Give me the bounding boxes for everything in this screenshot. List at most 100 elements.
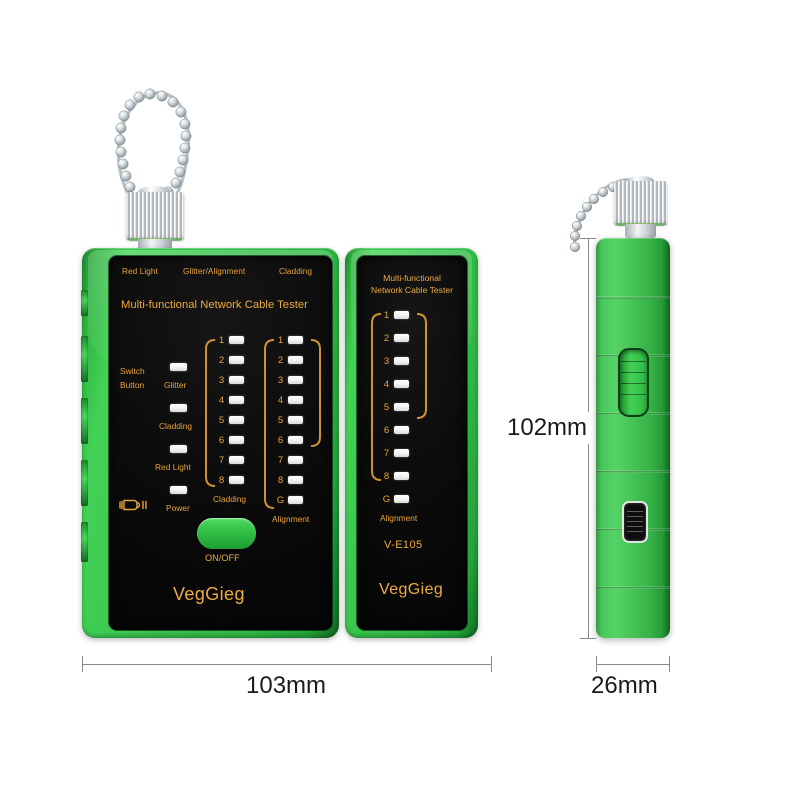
label-red-light: Red Light xyxy=(155,462,191,472)
dimension-tick xyxy=(669,656,670,672)
main-unit-faceplate: Red Light Glitter/Alignment Cladding Mul… xyxy=(109,256,332,630)
led-glitter xyxy=(170,363,187,371)
remote-unit-faceplate: Multi-functional Network Cable Tester 1 … xyxy=(357,256,467,630)
pin-number: 7 xyxy=(218,455,225,466)
pin-number: 1 xyxy=(218,335,225,346)
remote-pin-number: 2 xyxy=(383,333,390,344)
keychain-side-stem xyxy=(625,224,656,238)
pin-number: 3 xyxy=(218,375,225,386)
ball-chain-icon xyxy=(114,88,192,201)
body-step xyxy=(596,238,670,298)
rj45-connector-icon xyxy=(118,497,152,513)
top-label-glitter-alignment: Glitter/Alignment xyxy=(183,267,246,276)
pin-number: 8 xyxy=(218,475,225,486)
keychain-side-knurled-cap xyxy=(614,181,667,226)
remote-pin-led xyxy=(394,449,409,457)
remote-pin-led xyxy=(394,426,409,434)
label-glitter: Glitter xyxy=(164,380,187,390)
power-on-off-button[interactable] xyxy=(197,518,256,549)
remote-pin-number: G xyxy=(382,494,391,505)
remote-pin-led xyxy=(394,380,409,388)
usb-pin xyxy=(627,531,643,532)
switch-button-label-line2: Button xyxy=(120,380,145,390)
left-column-footer-label: Cladding xyxy=(213,494,247,504)
pin-led xyxy=(288,416,303,424)
dimension-label-height-side: 102mm xyxy=(503,412,592,444)
remote-title-line2: Network Cable Tester xyxy=(371,285,453,295)
pin-led xyxy=(229,396,244,404)
body-seam xyxy=(596,296,670,299)
remote-pin-led xyxy=(394,357,409,365)
pin-number: G xyxy=(276,495,285,506)
remote-pin-number: 7 xyxy=(383,448,390,459)
pin-number: 4 xyxy=(218,395,225,406)
usb-pin xyxy=(627,511,643,512)
switch-button-label-line1: Switch xyxy=(120,366,145,376)
pin-number: 5 xyxy=(277,415,284,426)
pin-led xyxy=(288,376,303,384)
remote-pin-led xyxy=(394,334,409,342)
pin-led xyxy=(229,376,244,384)
main-tester-unit[interactable]: Red Light Glitter/Alignment Cladding Mul… xyxy=(81,248,339,638)
pin-number: 8 xyxy=(277,475,284,486)
grip-notch xyxy=(81,398,88,444)
remote-unit-title: Multi-functional Network Cable Tester xyxy=(357,272,467,296)
pin-number: 6 xyxy=(218,435,225,446)
led-power xyxy=(170,486,187,494)
grip-notch xyxy=(81,336,88,382)
pin-number: 7 xyxy=(277,455,284,466)
led-red-light xyxy=(170,445,187,453)
pin-number: 6 xyxy=(277,435,284,446)
usb-pin xyxy=(627,516,643,517)
pin-led xyxy=(288,496,303,504)
remote-title-line1: Multi-functional xyxy=(383,273,441,283)
label-power: Power xyxy=(166,503,190,513)
remote-pin-number: 1 xyxy=(383,310,390,321)
dimension-tick xyxy=(580,238,596,239)
keychain-side-cap-top xyxy=(627,176,654,185)
body-step xyxy=(596,589,670,638)
remote-column-footer-label: Alignment xyxy=(380,513,418,523)
keychain-side xyxy=(569,152,680,272)
right-column-footer-label: Alignment xyxy=(272,514,310,524)
dimension-line-depth-side xyxy=(596,664,670,665)
grip-notch xyxy=(81,522,88,562)
dimension-tick xyxy=(580,638,596,639)
remote-column-bracket-close xyxy=(416,312,430,420)
remote-tester-unit[interactable]: Multi-functional Network Cable Tester 1 … xyxy=(345,248,478,638)
pin-number: 3 xyxy=(277,375,284,386)
top-label-red-light: Red Light xyxy=(122,267,158,276)
remote-pin-led xyxy=(394,495,409,503)
dimension-tick xyxy=(596,656,597,672)
usb-pin xyxy=(627,521,643,522)
top-label-cladding: Cladding xyxy=(279,267,313,276)
remote-pin-led xyxy=(394,472,409,480)
keychain-cap-top xyxy=(140,186,170,196)
body-step xyxy=(596,415,670,471)
usb-c-port[interactable] xyxy=(622,501,648,543)
keychain-knurled-cap xyxy=(126,192,184,241)
dimension-label-depth-side: 26mm xyxy=(591,672,658,699)
remote-column-bracket xyxy=(368,312,382,482)
remote-pin-led xyxy=(394,311,409,319)
remote-pin-led xyxy=(394,403,409,411)
pin-led xyxy=(288,356,303,364)
pin-led xyxy=(288,336,303,344)
pin-led xyxy=(229,476,244,484)
side-view-unit xyxy=(596,238,670,638)
main-unit-title: Multi-functional Network Cable Tester xyxy=(121,299,308,311)
body-seam xyxy=(596,586,670,589)
dimension-line-width-front xyxy=(82,664,492,665)
keychain-main xyxy=(96,62,216,257)
switch-rib xyxy=(621,361,646,362)
slider-switch[interactable] xyxy=(618,348,649,417)
body-step xyxy=(596,299,670,355)
remote-pin-number: 4 xyxy=(383,379,390,390)
pin-led xyxy=(288,436,303,444)
pin-led xyxy=(229,456,244,464)
remote-pin-number: 8 xyxy=(383,471,390,482)
main-unit-brand: VegGieg xyxy=(173,584,245,604)
switch-rib xyxy=(621,372,646,373)
remote-unit-brand: VegGieg xyxy=(379,581,444,598)
pin-number: 2 xyxy=(218,355,225,366)
